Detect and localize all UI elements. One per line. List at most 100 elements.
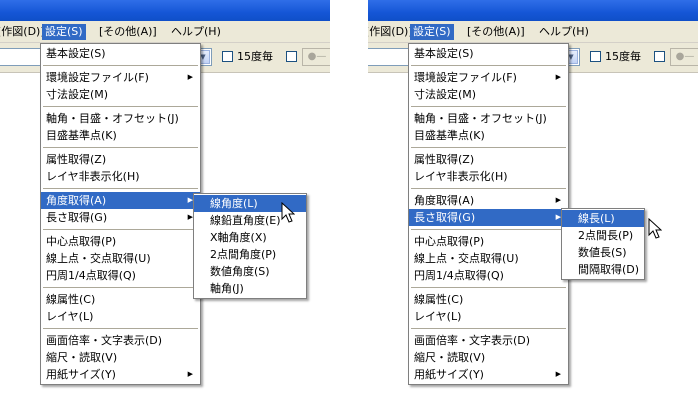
menu-other[interactable]: [その他(A)] xyxy=(467,25,525,38)
menu-draw[interactable]: [作図(D)] xyxy=(0,25,45,38)
menu-item-19[interactable]: レイヤ(L) xyxy=(409,308,568,325)
option-checkbox[interactable] xyxy=(654,51,665,62)
menu-item-label: 線属性(C) xyxy=(46,293,96,306)
menu-item-2[interactable]: 環境設定ファイル(F)▶ xyxy=(409,69,568,86)
menu-item-2[interactable]: 環境設定ファイル(F)▶ xyxy=(41,69,200,86)
menu-item-0[interactable]: 基本設定(S) xyxy=(41,45,200,62)
submenu-item-label: 数値長(S) xyxy=(578,246,627,259)
menu-item-14[interactable]: 中心点取得(P) xyxy=(409,233,568,250)
submenu-item-4[interactable]: 数値角度(S) xyxy=(194,263,306,280)
submenu-item-0[interactable]: 線長(L) xyxy=(562,210,644,227)
menu-bar: [作図(D)] 設定(S) [その他(A)] ヘルプ(H) xyxy=(0,21,330,43)
menu-item-3[interactable]: 寸法設定(M) xyxy=(409,86,568,103)
menu-item-16[interactable]: 円周1/4点取得(Q) xyxy=(41,267,200,284)
submenu-item-1[interactable]: 2点間長(P) xyxy=(562,227,644,244)
menu-item-23[interactable]: 用紙サイズ(Y)▶ xyxy=(41,366,200,383)
menu-item-label: 画面倍率・文字表示(D) xyxy=(46,334,163,347)
submenu-item-label: 線長(L) xyxy=(578,212,615,225)
menu-item-label: 長さ取得(G) xyxy=(46,211,108,224)
menu-help[interactable]: ヘルプ(H) xyxy=(171,25,221,38)
menu-item-label: 中心点取得(P) xyxy=(414,235,485,248)
option-checkbox[interactable] xyxy=(286,51,297,62)
disabled-tool-button[interactable]: ●— xyxy=(302,48,330,66)
submenu-item-3[interactable]: 間隔取得(D) xyxy=(562,261,644,278)
submenu-item-label: 間隔取得(D) xyxy=(578,263,640,276)
menu-item-label: 軸角・目盛・オフセット(J) xyxy=(414,112,547,125)
angle-step-checkbox[interactable] xyxy=(590,51,601,62)
disabled-tool-button[interactable]: ●— xyxy=(670,48,698,66)
length-submenu: 線長(L) 2点間長(P) 数値長(S) 間隔取得(D) xyxy=(561,208,645,280)
menu-item-16[interactable]: 円周1/4点取得(Q) xyxy=(409,267,568,284)
submenu-item-0[interactable]: 線角度(L) xyxy=(194,195,306,212)
menu-separator xyxy=(411,147,566,148)
submenu-item-2[interactable]: X軸角度(X) xyxy=(194,229,306,246)
menu-separator xyxy=(411,328,566,329)
menu-item-11[interactable]: 角度取得(A) ▶ xyxy=(409,192,568,209)
menu-separator xyxy=(411,106,566,107)
screenshot-panel-angle: [作図(D)] 設定(S) [その他(A)] ヘルプ(H) ▼ 15度毎 ●— … xyxy=(0,0,330,402)
submenu-item-label: 2点間長(P) xyxy=(578,229,634,242)
menu-item-22[interactable]: 縮尺・読取(V) xyxy=(41,349,200,366)
menu-item-15[interactable]: 線上点・交点取得(U) xyxy=(409,250,568,267)
menu-item-18[interactable]: 線属性(C) xyxy=(41,291,200,308)
menu-item-5[interactable]: 軸角・目盛・オフセット(J) xyxy=(41,110,200,127)
menu-item-22[interactable]: 縮尺・読取(V) xyxy=(409,349,568,366)
menu-item-label: 円周1/4点取得(Q) xyxy=(46,269,136,282)
menu-separator xyxy=(43,328,198,329)
menu-item-21[interactable]: 画面倍率・文字表示(D) xyxy=(41,332,200,349)
menu-item-label: 画面倍率・文字表示(D) xyxy=(414,334,531,347)
menu-separator xyxy=(411,229,566,230)
menu-item-23[interactable]: 用紙サイズ(Y)▶ xyxy=(409,366,568,383)
menu-item-11[interactable]: 角度取得(A)▶ xyxy=(41,192,200,209)
menu-item-12[interactable]: 長さ取得(G)▶ xyxy=(409,209,568,226)
settings-menu: 基本設定(S) 環境設定ファイル(F)▶寸法設定(M) 軸角・目盛・オフセット(J)… xyxy=(408,43,569,385)
menu-help[interactable]: ヘルプ(H) xyxy=(539,25,589,38)
title-bar xyxy=(368,0,698,21)
submenu-item-3[interactable]: 2点間角度(P) xyxy=(194,246,306,263)
menu-item-3[interactable]: 寸法設定(M) xyxy=(41,86,200,103)
menu-item-0[interactable]: 基本設定(S) xyxy=(409,45,568,62)
submenu-item-2[interactable]: 数値長(S) xyxy=(562,244,644,261)
menu-item-9[interactable]: レイヤ非表示化(H) xyxy=(409,168,568,185)
menu-item-label: 円周1/4点取得(Q) xyxy=(414,269,504,282)
menu-separator xyxy=(411,65,566,66)
menu-settings[interactable]: 設定(S) xyxy=(42,24,86,40)
menu-item-8[interactable]: 属性取得(Z) xyxy=(41,151,200,168)
menu-item-14[interactable]: 中心点取得(P) xyxy=(41,233,200,250)
menu-item-label: 長さ取得(G) xyxy=(414,211,476,224)
submenu-arrow-icon: ▶ xyxy=(555,73,561,81)
submenu-item-5[interactable]: 軸角(J) xyxy=(194,280,306,297)
angle-step-checkbox[interactable] xyxy=(222,51,233,62)
menu-item-label: 属性取得(Z) xyxy=(414,153,475,166)
menu-item-19[interactable]: レイヤ(L) xyxy=(41,308,200,325)
menu-item-label: 基本設定(S) xyxy=(414,47,474,60)
submenu-item-1[interactable]: 線鉛直角度(E) xyxy=(194,212,306,229)
menu-item-5[interactable]: 軸角・目盛・オフセット(J) xyxy=(409,110,568,127)
menu-item-label: 軸角・目盛・オフセット(J) xyxy=(46,112,179,125)
menu-item-15[interactable]: 線上点・交点取得(U) xyxy=(41,250,200,267)
menu-item-9[interactable]: レイヤ非表示化(H) xyxy=(41,168,200,185)
menu-separator xyxy=(43,106,198,107)
menu-item-label: 目盛基準点(K) xyxy=(46,129,117,142)
menu-item-label: 基本設定(S) xyxy=(46,47,106,60)
submenu-item-label: 線鉛直角度(E) xyxy=(210,214,281,227)
submenu-arrow-icon: ▶ xyxy=(555,196,561,204)
submenu-item-label: X軸角度(X) xyxy=(210,231,267,244)
menu-item-18[interactable]: 線属性(C) xyxy=(409,291,568,308)
menu-item-label: 線上点・交点取得(U) xyxy=(414,252,519,265)
menu-draw[interactable]: [作図(D)] xyxy=(368,25,413,38)
menu-item-12[interactable]: 長さ取得(G) ▶ xyxy=(41,209,200,226)
menu-item-6[interactable]: 目盛基準点(K) xyxy=(409,127,568,144)
menu-settings[interactable]: 設定(S) xyxy=(410,24,454,40)
menu-separator xyxy=(43,229,198,230)
submenu-arrow-icon: ▶ xyxy=(187,213,193,221)
menu-other[interactable]: [その他(A)] xyxy=(99,25,157,38)
mouse-cursor-icon xyxy=(281,202,295,223)
menu-item-21[interactable]: 画面倍率・文字表示(D) xyxy=(409,332,568,349)
menu-separator xyxy=(411,188,566,189)
menu-item-8[interactable]: 属性取得(Z) xyxy=(409,151,568,168)
submenu-item-label: 軸角(J) xyxy=(210,282,244,295)
angle-step-label: 15度毎 xyxy=(605,50,641,63)
menu-item-6[interactable]: 目盛基準点(K) xyxy=(41,127,200,144)
menu-item-label: 角度取得(A) xyxy=(414,194,475,207)
